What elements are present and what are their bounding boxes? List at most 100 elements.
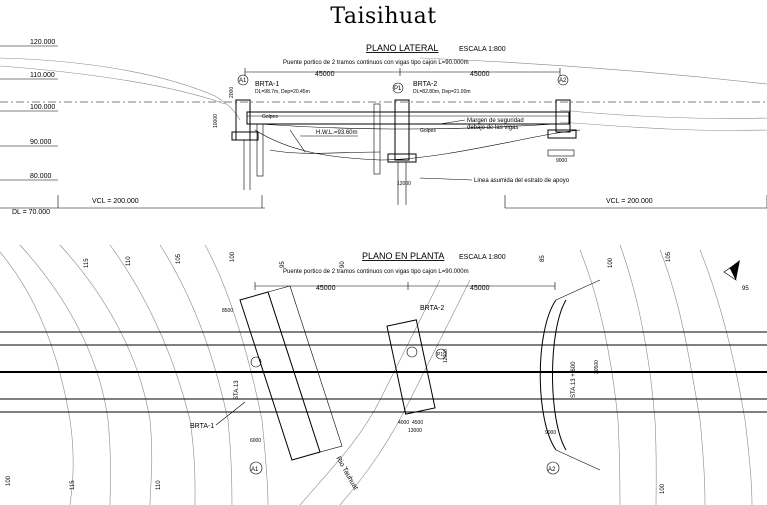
brta2-label: BRTA-2 — [413, 81, 437, 88]
riverbed-profile — [254, 129, 581, 161]
ground-profile-left-2 — [0, 65, 226, 105]
ground-profile-far — [419, 57, 767, 85]
dim-10000: 10000 — [213, 114, 219, 128]
girder-soffit — [259, 123, 556, 130]
river-bank-1 — [299, 279, 441, 505]
abutment-a1 — [235, 99, 251, 141]
lateral-heading: PLANO LATERAL — [366, 43, 438, 53]
span-dimension-ticks — [244, 68, 561, 76]
lateral-description: Puente portico de 2 tramos continuos con… — [283, 60, 469, 66]
contour-7 — [619, 244, 657, 505]
vcl-left-label: VCL = 200.000 — [92, 198, 139, 205]
lateral-scale: ESCALA 1:800 — [459, 46, 506, 53]
contour-3 — [59, 244, 153, 505]
lateral-view: 120.000 110.000 100.000 90.000 80.000 DL… — [0, 39, 767, 216]
pier-p1 — [394, 99, 410, 161]
brta1-data: DL=98.7m, Dep=20.45m — [255, 89, 310, 95]
plan-a1-marker — [249, 461, 263, 475]
contour-2 — [19, 244, 111, 505]
plan-brta2-label: BRTA-2 — [420, 305, 444, 312]
abutment-a2-wings — [555, 279, 601, 471]
brta1-label: BRTA-1 — [255, 81, 279, 88]
borehole-brta2 — [373, 103, 381, 175]
a2-label: A2 — [559, 78, 567, 84]
plan-brta1-label: BRTA-1 — [190, 423, 214, 430]
plan-a2-label: A2 — [548, 467, 556, 473]
contour-8 — [659, 249, 706, 505]
bridge-deck — [246, 111, 570, 125]
lateral-span2: 45000 — [470, 71, 490, 78]
golpes-1: Golpes — [262, 114, 278, 120]
a1-label: A1 — [239, 78, 247, 84]
footing-a2-detail — [547, 149, 575, 157]
contour-label-1: 115 — [84, 258, 90, 268]
plan-span-ticks — [254, 282, 556, 290]
a1-pile-marker — [250, 356, 262, 368]
a1-piles — [243, 140, 251, 190]
abutment-a2-curve — [539, 299, 557, 451]
p1-label: P1 — [394, 86, 402, 92]
dim-12000: 12000 — [397, 181, 411, 187]
support-leader — [419, 177, 473, 181]
contour-label-8: 100 — [608, 257, 614, 268]
ground-profile-left — [0, 57, 241, 121]
contour-5 — [159, 244, 233, 505]
contour-label-10: 110 — [156, 480, 162, 490]
plan-span2: 45000 — [470, 285, 490, 292]
plan-dim-8: 20500 — [594, 360, 600, 374]
golpes-2: Golpes — [420, 128, 436, 134]
contour-label-12: 100 — [660, 483, 666, 494]
sta-right-label: STA.13 + 600 — [571, 361, 577, 398]
plan-view: PLANO EN PLANTA ESCALA 1:800 Puente port… — [0, 244, 767, 505]
contour-9 — [699, 249, 753, 505]
dim-9000: 9000 — [556, 158, 567, 164]
abutment-a1-wing — [267, 285, 343, 453]
lateral-span1: 45000 — [315, 71, 335, 78]
riverbed-profile-2 — [269, 149, 381, 154]
elev-label-90: 90.000 — [30, 139, 52, 146]
contour-label-13: 95 — [742, 286, 749, 292]
contour-label-7: 85 — [540, 255, 546, 262]
elev-label-100: 100.000 — [30, 104, 55, 111]
vcl-left-marks — [57, 195, 263, 208]
contour-label-4: 100 — [230, 251, 236, 262]
plan-dim-2: 12000 — [443, 349, 449, 363]
elev-label-80: 80.000 — [30, 173, 52, 180]
abutment-a1-footing — [231, 131, 259, 141]
plan-a2-marker — [546, 461, 560, 475]
hwl-label: H.W.L.=93.60m — [316, 130, 358, 136]
plan-dim-7: 6000 — [250, 438, 261, 444]
abutment-a2-curve-2 — [552, 299, 567, 451]
contour-label-14: 100 — [6, 475, 12, 486]
plan-a1-label: A1 — [251, 467, 259, 473]
contour-1 — [0, 251, 74, 505]
support-line-note: Linea asumida del estrato de apoyo — [474, 178, 570, 184]
contour-label-5: 95 — [280, 261, 286, 268]
vcl-right-label: VCL = 200.000 — [606, 198, 653, 205]
p1-pile-marker — [406, 346, 418, 358]
brta2-data: DL=82.80m, Dep=21.00m — [413, 89, 471, 95]
margin-note-2: debajo de las vigas — [467, 125, 518, 131]
contour-label-2: 110 — [126, 256, 132, 266]
sta-left-label: STA.13 — [234, 380, 240, 400]
plan-dim-1: 8500 — [222, 308, 233, 314]
contour-label-6: 90 — [340, 261, 346, 268]
margin-leader — [439, 119, 466, 125]
plan-heading: PLANO EN PLANTA — [362, 251, 444, 261]
contour-6 — [204, 244, 269, 505]
contour-label-9: 105 — [666, 251, 672, 262]
pier-p1-plan — [386, 319, 436, 415]
plan-dim-4: 4500 — [412, 420, 423, 426]
plan-span1: 45000 — [316, 285, 336, 292]
river-bank-2 — [339, 279, 471, 505]
datum-label: DL = 70.000 — [12, 209, 50, 216]
ground-profile-right-2 — [559, 121, 767, 131]
dim-2000: 2000 — [229, 87, 235, 98]
plan-p1-label: P1 — [437, 352, 443, 358]
p1-piles — [397, 162, 407, 205]
vcl-right-marks — [504, 195, 767, 208]
river-label: Rio Tauhuat — [334, 456, 359, 492]
contour-label-11: 115 — [70, 480, 76, 490]
borehole-brta1 — [256, 123, 264, 177]
